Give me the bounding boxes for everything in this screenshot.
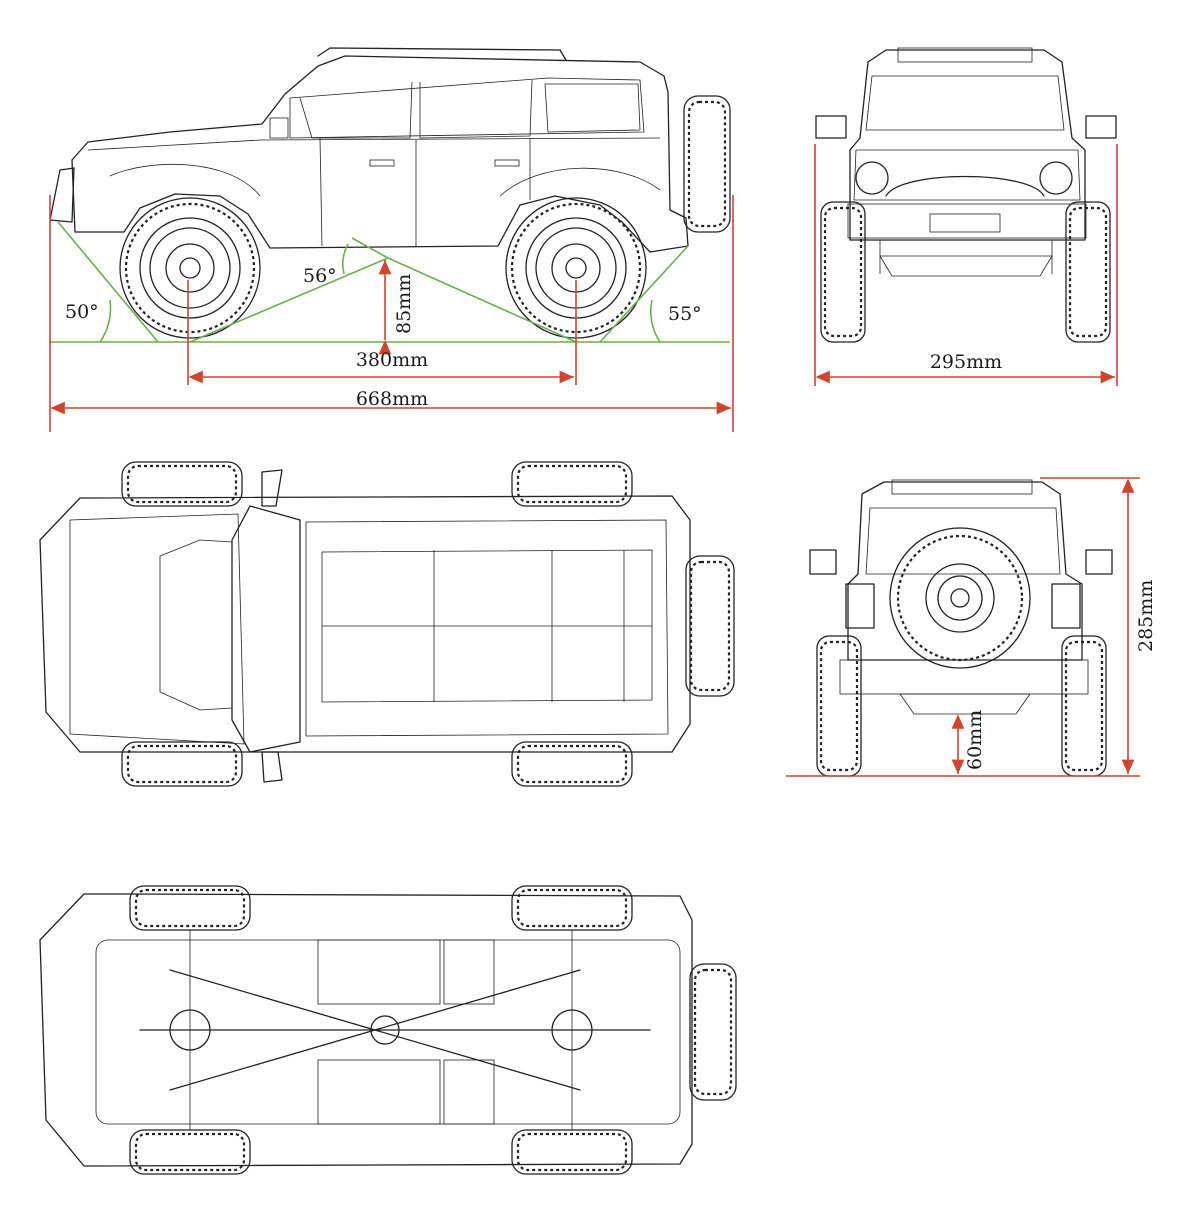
front-view-tire-right	[1064, 200, 1112, 344]
front-view: 295mm	[814, 47, 1118, 386]
front-wheel-side	[118, 196, 262, 340]
top-tire-rear-right	[510, 740, 634, 788]
front-mirror-left	[815, 115, 847, 139]
rear-view: 285mm 60mm	[786, 477, 1157, 778]
bottom-tire-rear-right	[510, 1128, 634, 1176]
ground-clearance-label: 85mm	[393, 274, 415, 334]
spare-tire-side	[683, 95, 731, 233]
top-view	[39, 460, 735, 788]
bottom-tire-rear-left	[510, 884, 634, 932]
top-tire-front-right	[120, 740, 244, 788]
bottom-view	[39, 884, 737, 1176]
rear-view-tire-right	[1060, 634, 1108, 778]
approach-angle-label: 50°	[65, 301, 99, 323]
rear-spare-tire	[889, 527, 1031, 669]
front-dimension-lines	[814, 144, 1118, 386]
overall-height-label: 285mm	[1135, 580, 1157, 652]
top-tire-rear-left	[510, 460, 634, 508]
rear-clearance-label: 60mm	[964, 710, 986, 770]
rear-taillight-right	[1051, 583, 1081, 629]
wheelbase-label: 380mm	[356, 349, 428, 371]
side-dimension-lines	[49, 195, 734, 432]
front-mirror-right	[1085, 115, 1117, 139]
front-view-tire-left	[819, 200, 867, 344]
top-spare-tire	[685, 555, 735, 697]
side-view: 380mm 668mm 85mm 50° 56° 55°	[49, 47, 734, 432]
rear-mirror-right	[1085, 549, 1113, 575]
bottom-tire-front-right	[128, 1128, 252, 1176]
overall-length-label: 668mm	[356, 388, 428, 410]
bottom-tire-front-left	[128, 884, 252, 932]
overall-width-label: 295mm	[930, 351, 1002, 373]
departure-angle-label: 55°	[668, 303, 702, 325]
rear-dimension-lines	[786, 477, 1140, 777]
breakover-angle-label: 56°	[303, 265, 337, 287]
rear-taillight-left	[845, 583, 875, 629]
rear-mirror-left	[809, 549, 837, 575]
bottom-spare-tire	[689, 963, 737, 1101]
top-tire-front-left	[120, 460, 244, 508]
rear-view-tire-left	[815, 634, 863, 778]
